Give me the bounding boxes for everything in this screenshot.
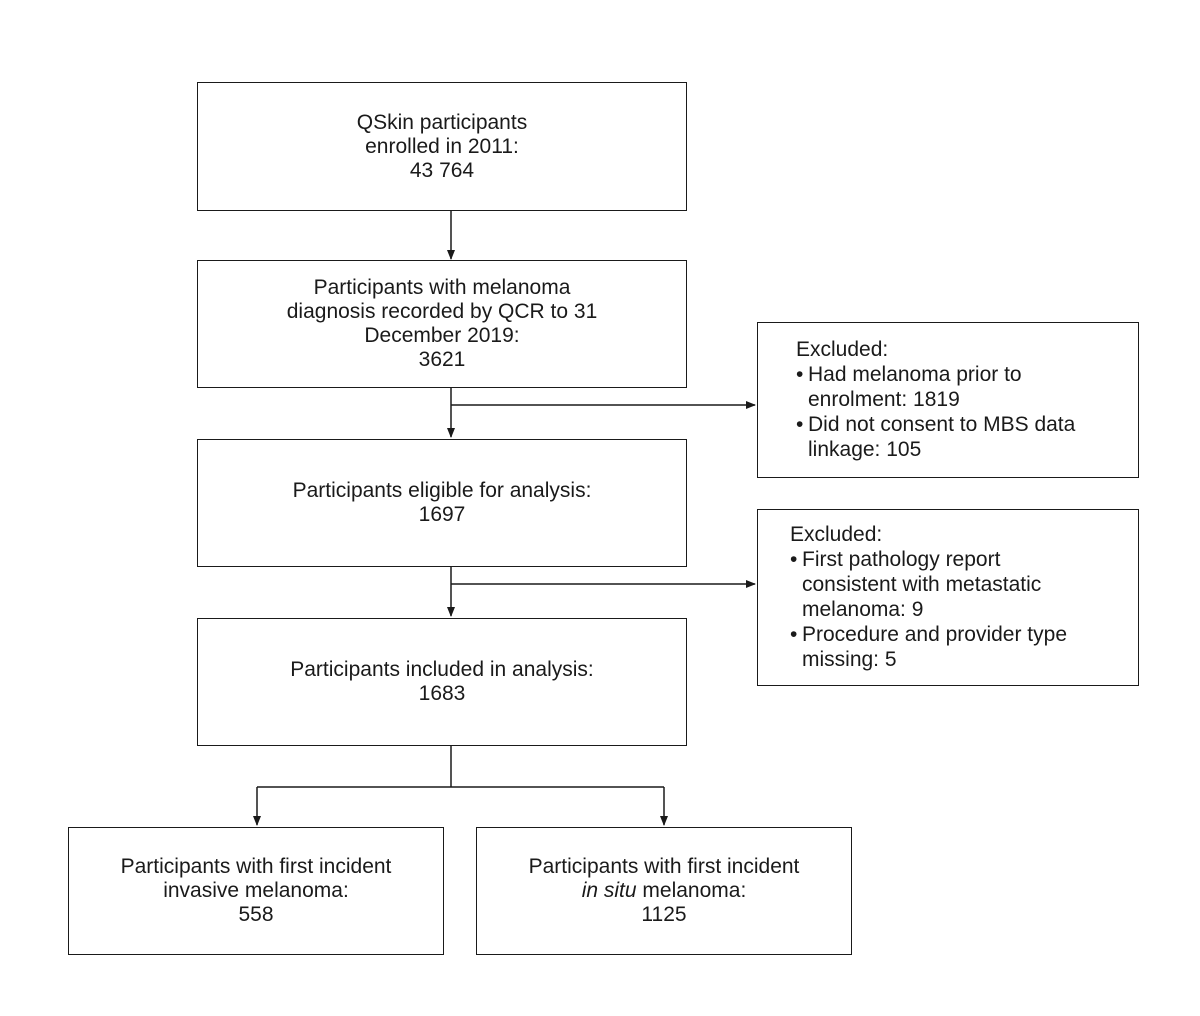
box-eligible-count: 1697 [418, 503, 466, 526]
box-enrolled-line2: enrolled in 2011: [365, 134, 519, 158]
box-included-count: 1683 [418, 682, 466, 705]
box-invasive-line1: Participants with first incident [120, 855, 392, 878]
box-in-situ-line1: Participants with first incident [528, 855, 800, 878]
box-included-line1: Participants included in analysis: [290, 658, 594, 681]
exclusion-second-item-2-line2: missing: 5 [802, 648, 897, 671]
exclusion-second-item-1-line2: consistent with metastatic [802, 573, 1042, 596]
box-invasive: Participants with first incident invasiv… [68, 827, 444, 955]
box-invasive-line2: invasive melanoma: [163, 879, 349, 902]
box-melanoma-diagnosis: Participants with melanoma diagnosis rec… [197, 260, 687, 388]
box-eligible-line1: Participants eligible for analysis: [292, 479, 592, 502]
box-enrolled-line1: QSkin participants [356, 110, 528, 134]
exclusion-second-item-2-line1: Procedure and provider type [802, 623, 1067, 646]
box-diagnosis-line1: Participants with melanoma [313, 276, 571, 299]
exclusion-first-item: Had melanoma prior to enrolment: 1819 [796, 362, 1138, 412]
exclusion-second-item-1-line1: First pathology report [802, 548, 1001, 571]
box-in-situ-count: 1125 [641, 903, 687, 926]
in-situ-rest: melanoma: [636, 879, 747, 902]
exclusion-first-item-1-line2: enrolment: 1819 [808, 388, 960, 411]
box-diagnosis-count: 3621 [418, 348, 466, 371]
exclusion-box-first: Excluded: Had melanoma prior to enrolmen… [757, 322, 1139, 478]
exclusion-box-second: Excluded: First pathology report consist… [757, 509, 1139, 686]
exclusion-second-item: Procedure and provider type missing: 5 [790, 622, 1138, 672]
box-enrolled: QSkin participants enrolled in 2011: 43 … [197, 82, 687, 211]
box-diagnosis-line3: December 2019: [364, 324, 520, 347]
box-invasive-count: 558 [238, 903, 274, 926]
box-diagnosis-line2: diagnosis recorded by QCR to 31 [286, 300, 598, 323]
box-enrolled-count: 43 764 [409, 158, 475, 182]
exclusion-second-item: First pathology report consistent with m… [790, 547, 1138, 622]
exclusion-first-heading: Excluded: [796, 338, 889, 361]
box-eligible: Participants eligible for analysis: 1697 [197, 439, 687, 567]
exclusion-second-heading: Excluded: [790, 523, 883, 546]
box-in-situ-line2: in situ melanoma: [582, 879, 747, 903]
exclusion-first-item-2-line2: linkage: 105 [808, 438, 922, 461]
exclusion-first-item: Did not consent to MBS data linkage: 105 [796, 412, 1138, 462]
box-included: Participants included in analysis: 1683 [197, 618, 687, 746]
exclusion-second-item-1-line3: melanoma: 9 [802, 598, 924, 621]
exclusion-first-item-1-line1: Had melanoma prior to [808, 363, 1022, 386]
exclusion-first-item-2-line1: Did not consent to MBS data [808, 413, 1076, 436]
box-in-situ: Participants with first incident in situ… [476, 827, 852, 955]
in-situ-italic: in situ [581, 879, 637, 902]
